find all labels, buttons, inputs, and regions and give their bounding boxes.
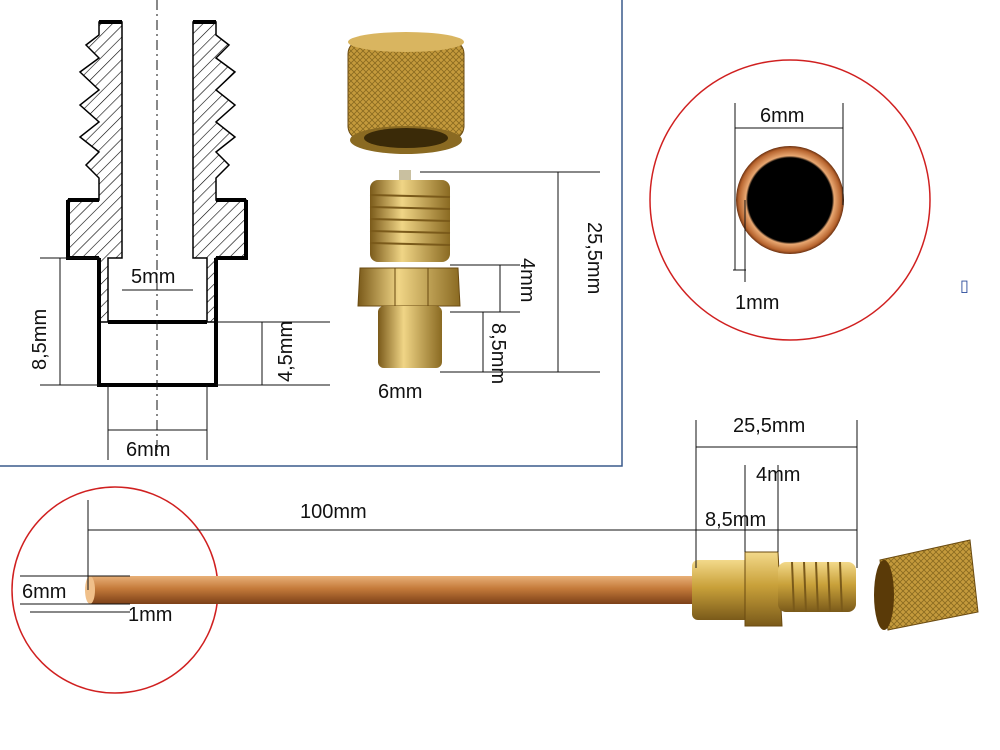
tube-end-view (736, 146, 844, 254)
assembly-wall-label: 1mm (128, 604, 172, 626)
assembly-thread-label: 4mm (756, 464, 800, 486)
copper-tube (88, 576, 698, 604)
section-drawing: 5mm 8,5mm 4,5mm 6mm (29, 0, 330, 461)
left-wall-section (67, 21, 123, 323)
outer-contour (97, 20, 218, 387)
bottom-width-label: 6mm (126, 439, 170, 461)
wall-thickness-label: 1mm (735, 292, 779, 314)
thread-length-label: 4mm (516, 258, 538, 302)
fitting-length-label: 25,5mm (583, 222, 605, 294)
total-length-label: 100mm (300, 501, 367, 523)
assembly-tail-label: 8,5mm (705, 509, 766, 531)
section-highlight-circle (649, 59, 931, 341)
socket-depth-label: 4,5mm (275, 321, 297, 382)
right-wall-section (192, 21, 247, 323)
assembly-tube-diameter-label: 6mm (22, 581, 66, 603)
panel-border (0, 0, 623, 467)
assembly-photo: 100mm 25,5mm 4mm 8,5mm 6mm 1mm (11, 415, 979, 694)
assembly-fitting-length-label: 25,5mm (733, 415, 805, 437)
stray-glyph: ▯ (960, 276, 969, 295)
brass-cap-photo (347, 32, 465, 154)
tail-length-label: 8,5mm (487, 323, 509, 384)
tube-diameter-label: 6mm (760, 105, 804, 127)
left-height-label: 8,5mm (29, 309, 51, 370)
tube-cross-section: 6mm 1mm (649, 59, 931, 341)
brass-fitting-photo: 25,5mm 4mm 8,5mm 6mm (357, 170, 605, 403)
bore-label: 5mm (131, 266, 175, 288)
tail-diameter-label: 6mm (378, 381, 422, 403)
